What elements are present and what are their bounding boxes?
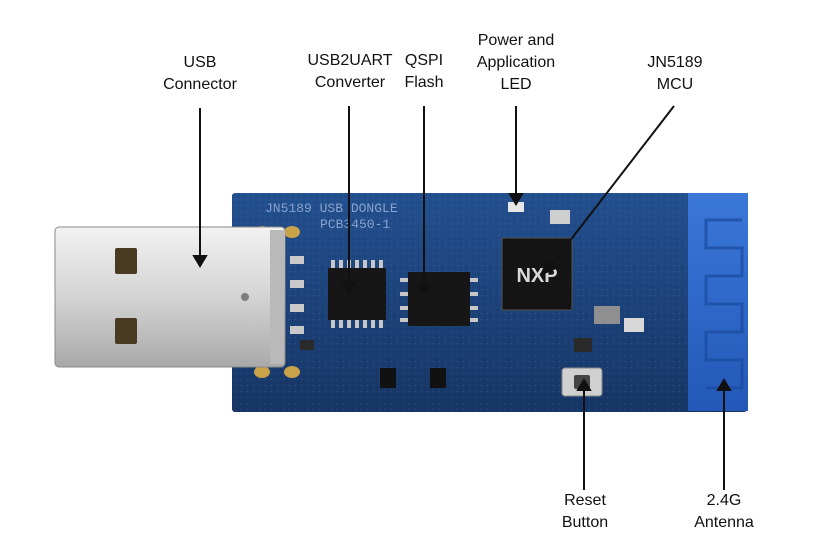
label-usb-connector-line2: Connector [163,76,237,93]
antenna-arrowhead [716,378,732,391]
leader-lines [192,105,732,490]
label-reset-line2: Button [561,514,609,531]
label-led-line2: Application [476,54,556,71]
led-arrowhead [508,193,524,206]
usb2uart-arrowhead [341,281,357,294]
label-usb2uart-line1: USB2UART [307,52,393,69]
label-mcu-line2: MCU [656,76,694,93]
qspi-arrowhead [416,283,432,296]
label-reset-button: Reset Button [540,490,630,534]
label-led-line1: Power and [477,32,555,49]
label-qspi-line2: Flash [404,74,444,91]
label-antenna-line2: Antenna [694,514,754,531]
mcu-arrowhead [540,260,559,276]
qspi-flash-chip [400,272,478,326]
silkscreen-pcb-id: PCB3450-1 [320,217,390,232]
reset-arrowhead [576,378,592,391]
label-jn5189-mcu: JN5189 MCU [625,52,725,96]
label-usb2uart-line2: Converter [314,74,386,91]
label-led-line3: LED [500,76,532,93]
label-qspi-line1: QSPI [404,52,444,69]
usb-connector-arrowhead [192,255,208,268]
label-reset-line1: Reset [564,492,606,509]
label-antenna-line1: 2.4G [706,492,742,509]
label-mcu-line1: JN5189 [647,54,703,71]
silkscreen-board-name: JN5189 USB DONGLE [265,201,398,216]
label-usb2uart: USB2UART Converter [285,50,415,94]
label-usb-connector-line1: USB [183,54,217,71]
antenna-area [688,193,748,411]
label-qspi-flash: QSPI Flash [394,50,454,94]
label-antenna: 2.4G Antenna [679,490,769,534]
label-power-led: Power and Application LED [461,30,571,96]
usb2uart-chip [328,260,386,328]
mcu-leader [551,105,675,265]
usb-plug [54,226,286,368]
small-components [300,202,644,388]
pcb-board [232,193,747,412]
jn5189-mcu-chip: NXP [501,237,573,311]
label-usb-connector: USB Connector [150,52,250,96]
